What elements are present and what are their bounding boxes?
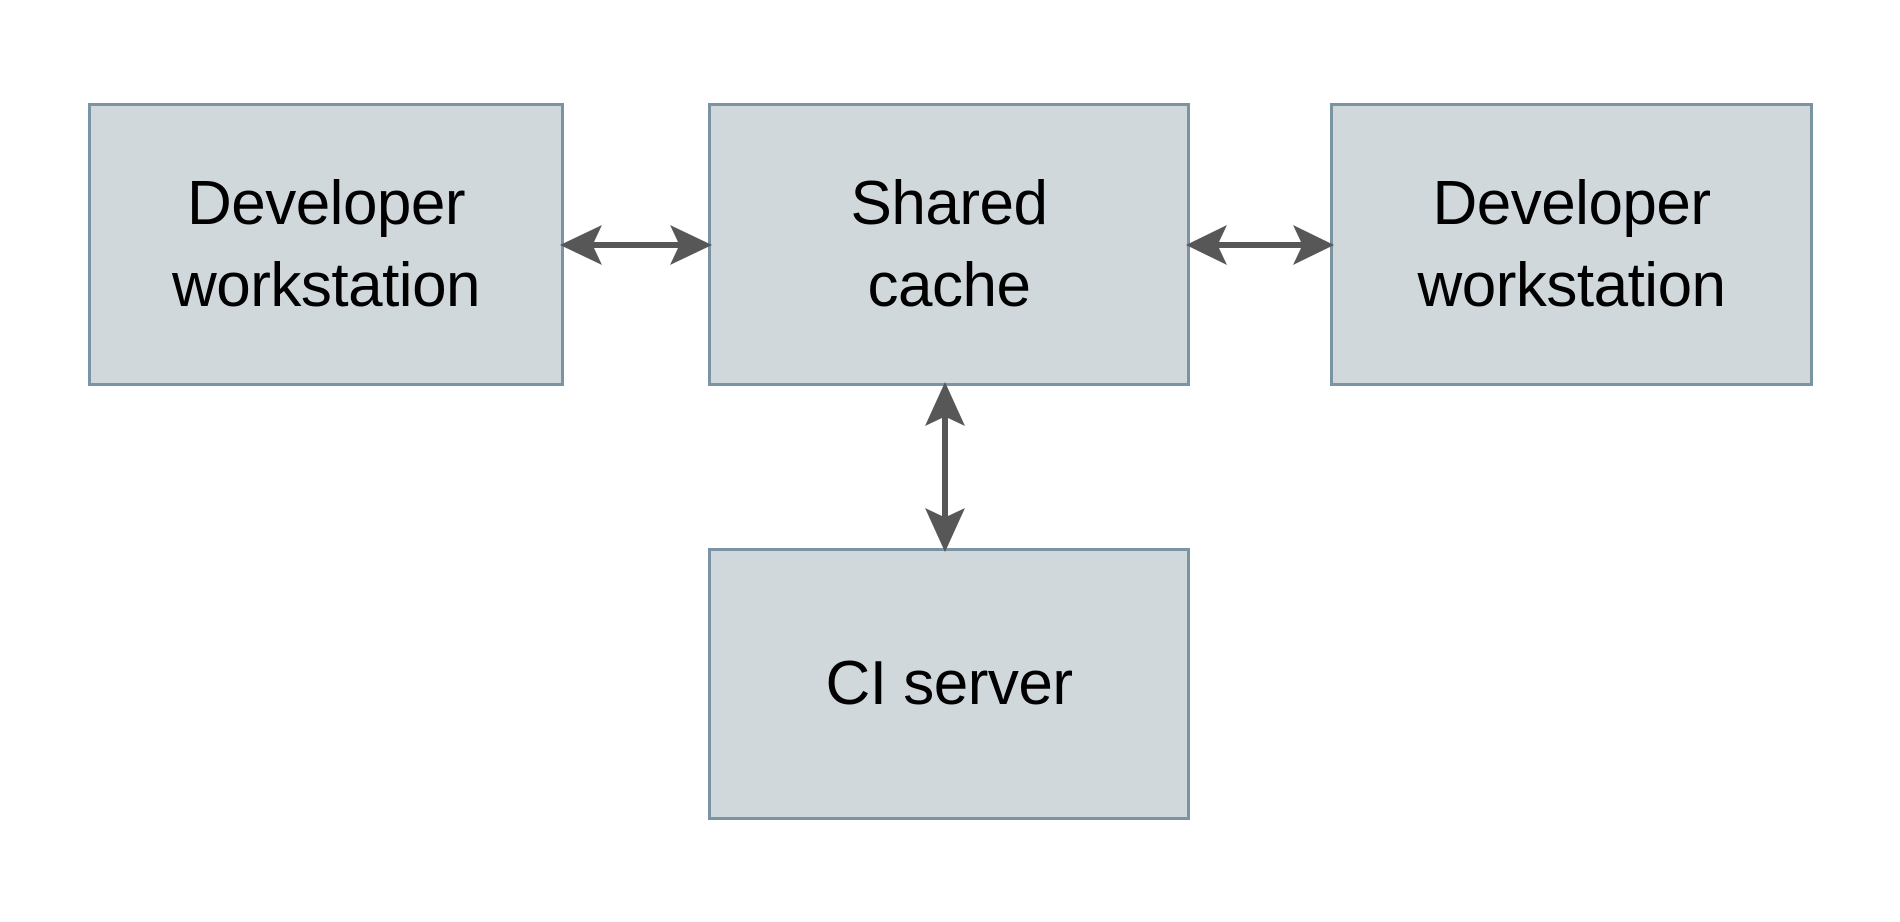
node-label-ci-server: CI server	[825, 649, 1073, 719]
node-label-shared-cache: Shared cache	[850, 168, 1048, 320]
node-ci-server[interactable]: CI server	[708, 548, 1190, 820]
connector-left-to-cache-double-arrow-icon[interactable]	[560, 215, 712, 275]
node-label-developer-workstation-left: Developer workstation	[171, 168, 481, 320]
node-developer-workstation-left[interactable]: Developer workstation	[88, 103, 564, 386]
node-label-developer-workstation-right: Developer workstation	[1417, 168, 1726, 320]
node-developer-workstation-right[interactable]: Developer workstation	[1330, 103, 1813, 386]
connector-cache-to-ci-double-arrow-icon[interactable]	[915, 382, 975, 552]
node-shared-cache[interactable]: Shared cache	[708, 103, 1190, 386]
connector-cache-to-right-double-arrow-icon[interactable]	[1186, 215, 1334, 275]
